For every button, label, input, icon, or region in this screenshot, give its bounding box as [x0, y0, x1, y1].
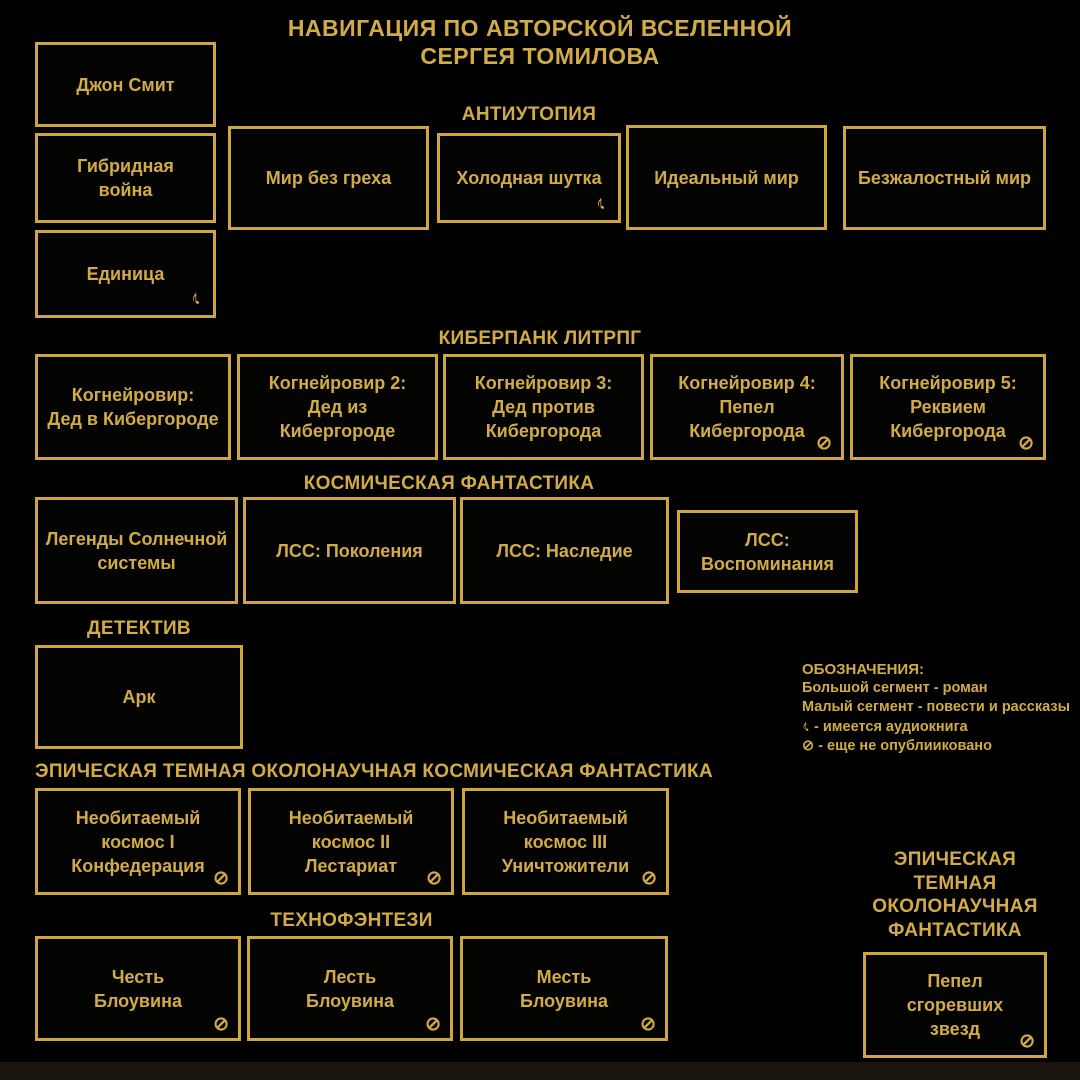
legend-heading: ОБОЗНАЧЕНИЯ:: [802, 661, 924, 678]
book-title: Когнейровир 2: Дед из Кибергороде: [268, 373, 407, 441]
book-title: Когнейровир: Дед в Кибергороде: [47, 385, 219, 429]
page-title: НАВИГАЦИЯ ПО АВТОРСКОЙ ВСЕЛЕННОЙ СЕРГЕЯ …: [287, 15, 793, 69]
book-title: Безжалостный мир: [857, 168, 1032, 188]
book-node-kholodnaya-shutka: Холодная шутка ♪: [437, 133, 621, 223]
unpublished-icon: ⊘: [641, 868, 657, 889]
unpublished-icon: ⊘: [425, 1014, 441, 1035]
unpublished-icon: ⊘: [1019, 1031, 1035, 1052]
book-title: Честь Блоувина: [94, 966, 182, 1011]
legend-audiobook-text: - имеется аудиокнига: [814, 719, 968, 735]
section-header-cyberpunk-litrpg: КИБЕРПАНК ЛИТРПГ: [438, 328, 642, 349]
bottom-strip: [0, 1062, 1080, 1080]
legend-unpublished-text: - еще не опублииковано: [818, 738, 992, 754]
book-node-lss-nasledie: ЛСС: Наследие: [460, 497, 669, 604]
book-title: Когнейровир 5: Реквием Кибергорода: [879, 373, 1017, 441]
legend-audiobook: ♪ - имеется аудиокнига: [802, 717, 1070, 737]
book-title: Пепел сгоревших звезд: [906, 971, 1004, 1039]
book-title: ЛСС: Поколения: [276, 540, 423, 561]
book-node-hybrid-war: Гибридная война: [35, 133, 216, 223]
book-node-kognejrovir-2: Когнейровир 2: Дед из Кибергороде: [237, 354, 438, 460]
book-node-neobitaemy-2: Необитаемый космос II Лестариат ⊘: [248, 788, 454, 895]
book-node-kognejrovir-4: Когнейровир 4: Пепел Кибергорода ⊘: [650, 354, 844, 460]
section-header-epic-dark-fiction: ЭПИЧЕСКАЯ ТЕМНАЯ ОКОЛОНАУЧНАЯ ФАНТАСТИКА: [872, 849, 1038, 941]
book-node-mest-blouvina: Месть Блоувина ⊘: [460, 936, 668, 1041]
audiobook-icon: ♪: [596, 192, 606, 214]
legend-small-segment: Малый сегмент - повести и рассказы: [802, 699, 1070, 715]
book-node-idealny-mir: Идеальный мир: [626, 125, 827, 230]
book-title: Необитаемый космос II Лестариат: [288, 807, 414, 876]
book-node-lss-vospominaniya: ЛСС: Воспоминания: [677, 510, 858, 593]
book-node-kognejrovir-5: Когнейровир 5: Реквием Кибергорода ⊘: [850, 354, 1046, 460]
book-node-kognejrovir-1: Когнейровир: Дед в Кибергороде: [35, 354, 231, 460]
unpublished-icon: ⊘: [1018, 433, 1034, 454]
book-node-pepel-zvezd: Пепел сгоревших звезд ⊘: [863, 952, 1047, 1058]
section-header-detective: ДЕТЕКТИВ: [87, 618, 191, 639]
book-node-edinitsa: Единица ♪: [35, 230, 216, 318]
section-header-technofantasy: ТЕХНОФЭНТЕЗИ: [270, 910, 433, 931]
book-node-lss-pokoleniya: ЛСС: Поколения: [243, 497, 456, 604]
book-node-kognejrovir-3: Когнейровир 3: Дед против Кибергорода: [443, 354, 644, 460]
audiobook-icon: ♪: [802, 718, 810, 735]
unpublished-icon: ⊘: [802, 738, 815, 754]
book-node-chest-blouvina: Честь Блоувина ⊘: [35, 936, 241, 1041]
book-title: Единица: [86, 264, 165, 284]
book-node-legendy-ss: Легенды Солнечной системы: [35, 497, 238, 604]
book-title: Гибридная война: [77, 156, 174, 200]
book-title: ЛСС: Воспоминания: [700, 529, 835, 574]
book-node-bezzhalostny-mir: Безжалостный мир: [843, 126, 1046, 230]
unpublished-icon: ⊘: [426, 868, 442, 889]
book-title: Идеальный мир: [654, 167, 799, 188]
section-header-space-fiction: КОСМИЧЕСКАЯ ФАНТАСТИКА: [303, 473, 595, 494]
book-title: Когнейровир 3: Дед против Кибергорода: [474, 373, 613, 441]
unpublished-icon: ⊘: [640, 1014, 656, 1035]
book-title: Мир без греха: [265, 168, 392, 188]
book-title: Холодная шутка: [456, 168, 602, 188]
unpublished-icon: ⊘: [816, 433, 832, 454]
book-title: Когнейровир 4: Пепел Кибергорода: [678, 373, 816, 441]
book-title: Арк: [122, 687, 156, 707]
book-title: Необитаемый космос I Конфедерация: [71, 807, 205, 876]
book-title: Месть Блоувина: [520, 966, 608, 1011]
book-node-ark: Арк: [35, 645, 243, 749]
book-title: Лесть Блоувина: [306, 966, 394, 1011]
legend-unpublished: ⊘ - еще не опублииковано: [802, 737, 1070, 756]
book-title: Легенды Солнечной системы: [45, 528, 228, 573]
section-header-antiutopia: АНТИУТОПИЯ: [461, 104, 597, 125]
book-node-neobitaemy-3: Необитаемый космос III Уничтожители ⊘: [462, 788, 669, 895]
book-node-neobitaemy-1: Необитаемый космос I Конфедерация ⊘: [35, 788, 241, 895]
unpublished-icon: ⊘: [213, 1014, 229, 1035]
book-node-lest-blouvina: Лесть Блоувина ⊘: [247, 936, 453, 1041]
book-title: Джон Смит: [76, 74, 175, 95]
legend-big-segment: Большой сегмент - роман: [802, 680, 988, 696]
unpublished-icon: ⊘: [213, 868, 229, 889]
book-node-john-smith: Джон Смит: [35, 42, 216, 127]
legend: ОБОЗНАЧЕНИЯ: Большой сегмент - роман Мал…: [802, 660, 1070, 756]
audiobook-icon: ♪: [191, 287, 201, 309]
section-header-epic-space-fiction: ЭПИЧЕСКАЯ ТЕМНАЯ ОКОЛОНАУЧНАЯ КОСМИЧЕСКА…: [35, 761, 713, 782]
book-node-mir-bez-greha: Мир без греха: [228, 126, 429, 230]
book-title: ЛСС: Наследие: [496, 540, 633, 561]
book-title: Необитаемый космос III Уничтожители: [501, 807, 630, 876]
